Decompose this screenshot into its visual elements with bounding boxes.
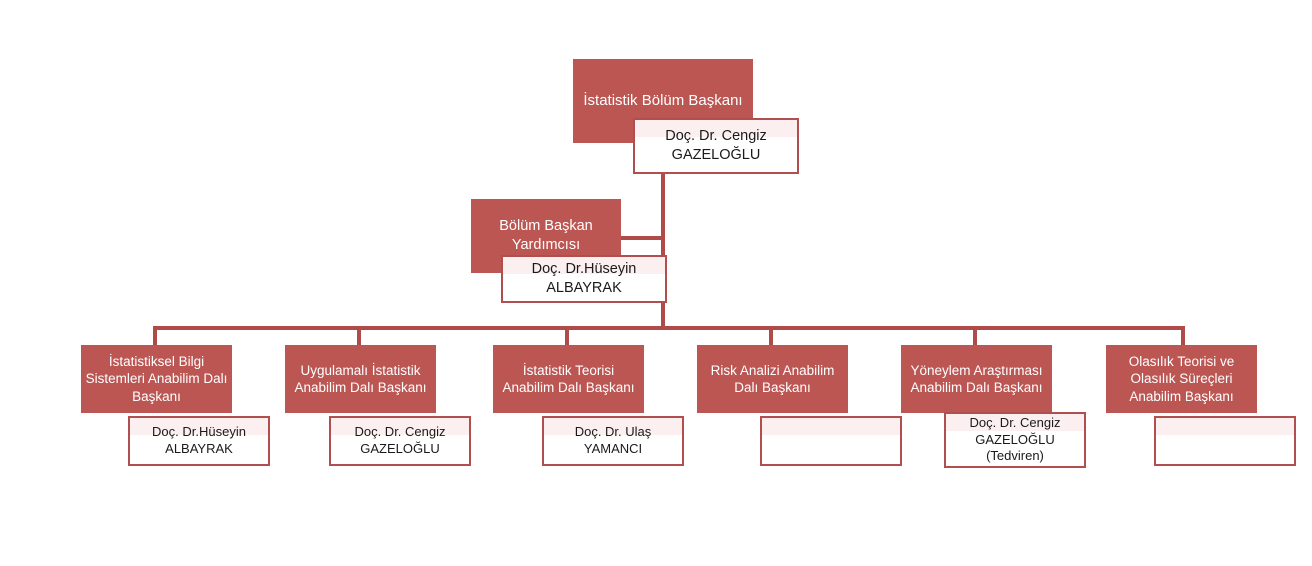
connector-root-to-bus xyxy=(661,160,665,328)
node-unit-3-title: İstatistik Teorisi Anabilim Dalı Başkanı xyxy=(493,345,644,413)
connector-drop-unit-6 xyxy=(1181,326,1185,348)
connector-drop-unit-4 xyxy=(769,326,773,348)
person-name-line-2: GAZELOĞLU xyxy=(671,147,761,163)
connector-drop-unit-1 xyxy=(153,326,157,348)
person-name-line-2: GAZELOĞLU xyxy=(360,441,440,456)
connector-deputy-stub xyxy=(621,236,665,240)
person-name-line-1: Doç. Dr. Cengiz xyxy=(354,424,446,440)
node-unit-1-title: İstatistiksel Bilgi Sistemleri Anabilim … xyxy=(81,345,232,413)
person-name-line-2: ALBAYRAK xyxy=(165,441,233,456)
deputy-title-line-1: Bölüm Başkan xyxy=(499,218,593,235)
person-name-line-3: (Tedviren) xyxy=(986,448,1044,464)
node-unit-5-title: Yöneylem Araştırması Anabilim Dalı Başka… xyxy=(901,345,1052,413)
person-name-line-1: Doç. Dr. Cengiz xyxy=(665,128,767,145)
person-name-line-1: Doç. Dr. Cengiz xyxy=(969,414,1061,430)
deputy-title-line-2: Yardımcısı xyxy=(511,237,581,253)
node-unit-1-person: Doç. Dr.Hüseyin ALBAYRAK xyxy=(128,416,270,466)
person-name-line-1: Doç. Dr.Hüseyin xyxy=(531,261,637,278)
node-unit-3-person: Doç. Dr. Ulaş YAMANCI xyxy=(542,416,684,466)
person-name-line-1: Doç. Dr. Ulaş xyxy=(574,424,652,440)
node-unit-4-title: Risk Analizi Anabilim Dalı Başkanı xyxy=(697,345,848,413)
node-unit-6-title: Olasılık Teorisi ve Olasılık Süreçleri A… xyxy=(1106,345,1257,413)
person-name-line-2: YAMANCI xyxy=(583,441,643,456)
node-department-head-person: Doç. Dr. Cengiz GAZELOĞLU xyxy=(633,118,799,174)
person-name-line-2: ALBAYRAK xyxy=(546,280,622,296)
node-deputy-head-person: Doç. Dr.Hüseyin ALBAYRAK xyxy=(501,255,667,303)
connector-horizontal-bus xyxy=(153,326,1185,330)
person-name-line-2: GAZELOĞLU xyxy=(975,431,1055,447)
node-unit-4-person xyxy=(760,416,902,466)
connector-drop-unit-5 xyxy=(973,326,977,348)
node-unit-6-person xyxy=(1154,416,1296,466)
node-unit-2-title: Uygulamalı İstatistik Anabilim Dalı Başk… xyxy=(285,345,436,413)
node-unit-2-person: Doç. Dr. Cengiz GAZELOĞLU xyxy=(329,416,471,466)
connector-drop-unit-2 xyxy=(357,326,361,348)
node-unit-5-person: Doç. Dr. Cengiz GAZELOĞLU (Tedviren) xyxy=(944,412,1086,468)
connector-drop-unit-3 xyxy=(565,326,569,348)
person-name-line-1: Doç. Dr.Hüseyin xyxy=(152,424,246,440)
